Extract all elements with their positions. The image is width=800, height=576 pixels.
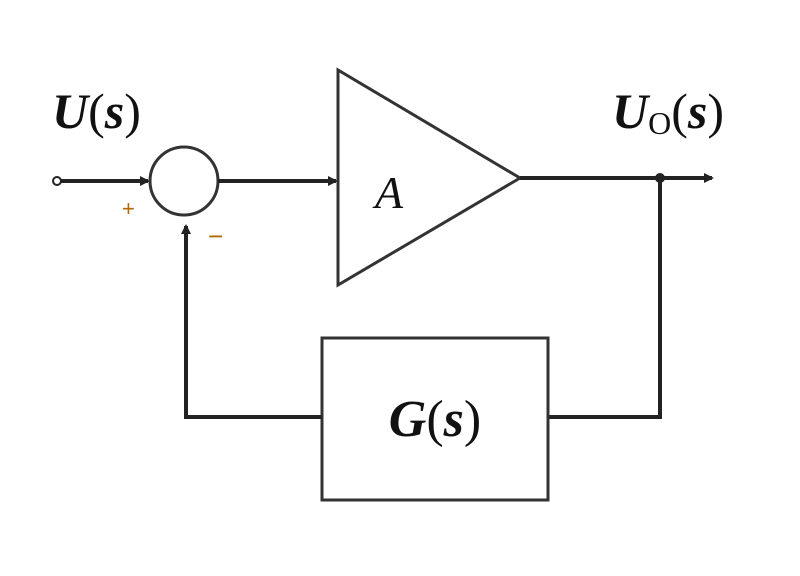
input-label: U(s) bbox=[52, 83, 141, 139]
summing-junction bbox=[148, 145, 220, 217]
feedback-block-label: G(s) bbox=[389, 391, 481, 448]
plus-sign: + bbox=[122, 196, 135, 221]
minus-sign: − bbox=[208, 221, 223, 251]
amplifier-gain-label: A bbox=[372, 167, 404, 218]
amplifier-triangle bbox=[336, 67, 523, 288]
input-terminal bbox=[52, 176, 62, 186]
feedback-block bbox=[320, 336, 550, 502]
output-label: UO(s) bbox=[612, 83, 724, 141]
feedback-wire-right bbox=[548, 178, 662, 419]
feedback-wire-left bbox=[181, 224, 322, 419]
